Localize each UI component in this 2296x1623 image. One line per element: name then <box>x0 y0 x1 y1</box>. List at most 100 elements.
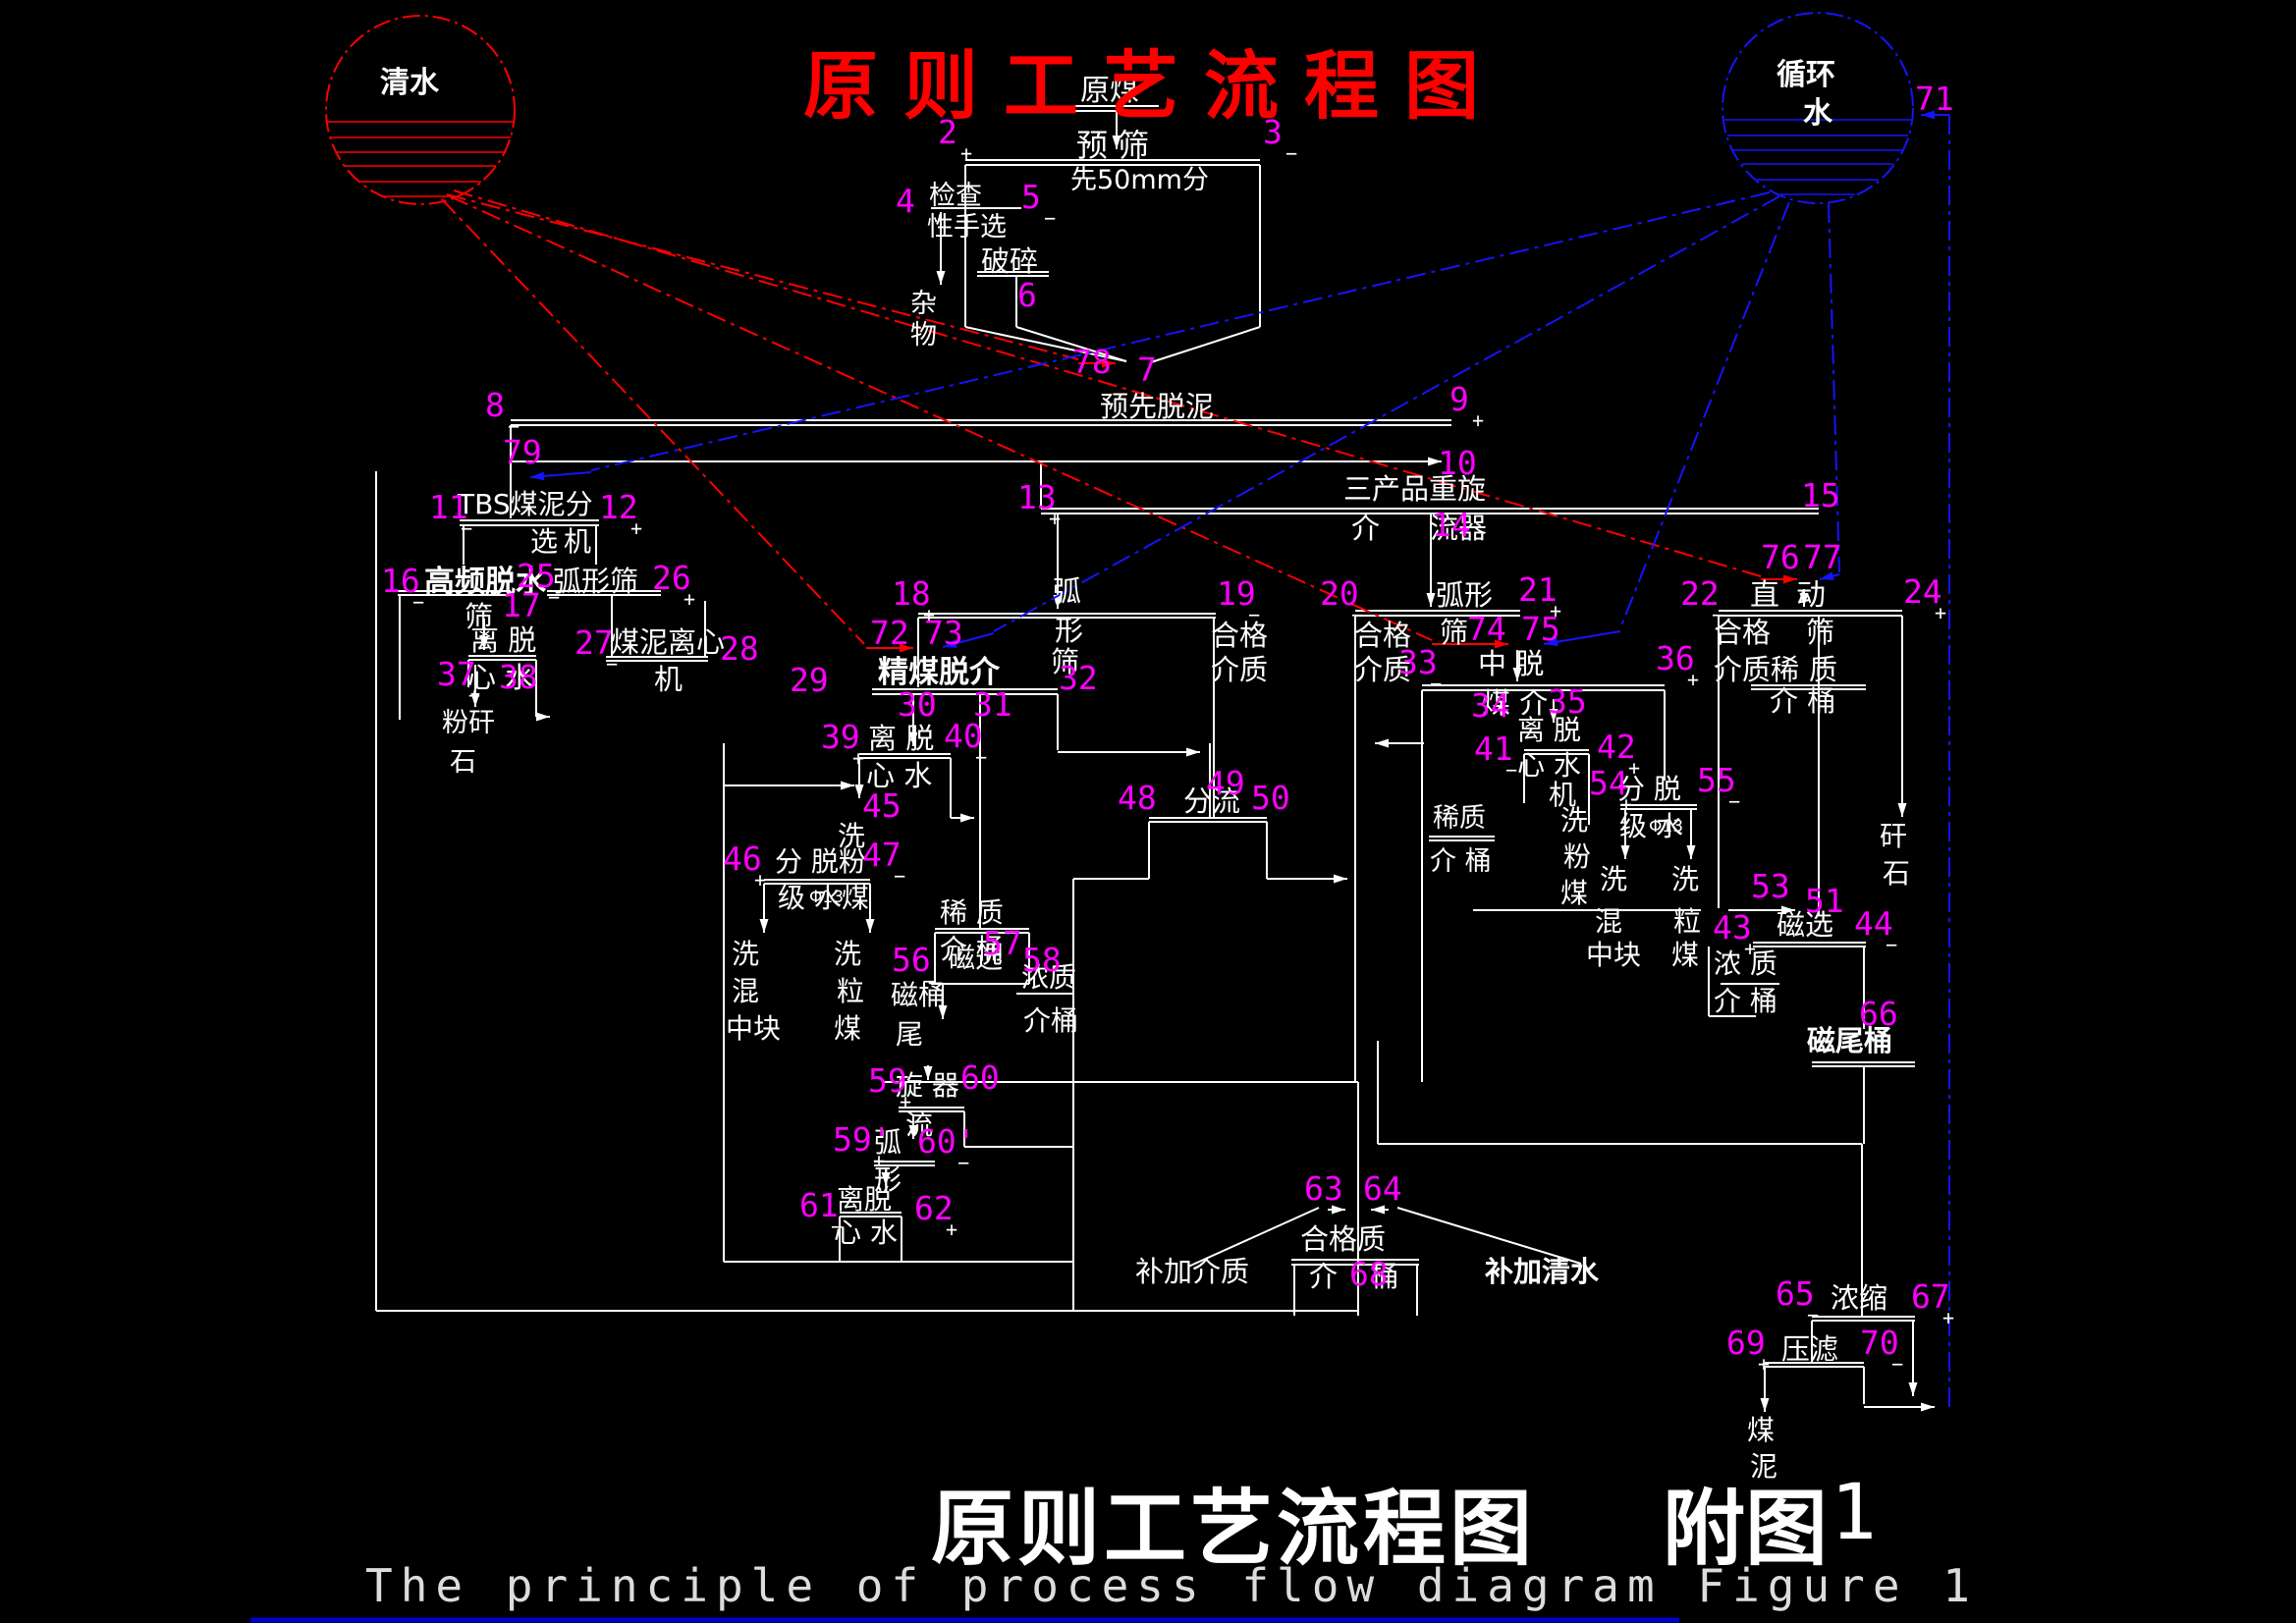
diagram-label: 介 桶 <box>1770 684 1836 718</box>
node-number-16: 16 <box>381 562 420 600</box>
node-number-64: 64 <box>1363 1169 1402 1208</box>
node-sign: + <box>754 868 767 892</box>
flow-line <box>964 326 1127 362</box>
diagram-label: 洗 <box>732 938 760 970</box>
node-number-3: 3 <box>1263 113 1283 151</box>
node-sign: + <box>1049 507 1062 530</box>
node-number-76: 76 <box>1761 538 1800 576</box>
diagram-label: 弧 <box>874 1126 902 1159</box>
diagram-label: 洗 <box>838 820 866 852</box>
diagram-label: 心 水 <box>467 661 534 694</box>
diagram-label: 离 脱 <box>1517 714 1581 746</box>
diagram-label: 分流 <box>1183 784 1241 818</box>
node-sign: − <box>894 864 906 888</box>
diagram-label: 弧形 <box>1436 578 1494 612</box>
arrowhead-icon <box>943 639 957 648</box>
arrowhead-icon <box>1102 358 1116 368</box>
node-number-4: 4 <box>896 182 915 220</box>
diagram-label: 洗 <box>1671 863 1700 895</box>
diagram-label: 粒 <box>1673 905 1702 938</box>
diagram-label: 精煤脱介 <box>878 655 1000 690</box>
node-sign: − <box>923 969 936 993</box>
arrowhead-icon <box>1799 593 1809 607</box>
diagram-label: 水 <box>1803 96 1832 131</box>
node-number-15: 15 <box>1801 476 1840 514</box>
node-number-62: 62 <box>914 1189 954 1227</box>
node-sign: − <box>1807 1303 1820 1326</box>
diagram-label: 介质 <box>1354 653 1412 686</box>
node-number-25: 25 <box>517 557 556 595</box>
arrowhead-icon <box>1921 1402 1935 1412</box>
node-number-6: 6 <box>1017 276 1037 314</box>
diagram-label: 煤泥离心 <box>611 625 726 659</box>
diagram-label: 煤 <box>1671 939 1700 971</box>
diagram-label: 煤 <box>834 1012 862 1045</box>
node-sign: + <box>852 746 865 770</box>
node-sign: + <box>1620 792 1633 816</box>
diagram-label: 高频脱水 <box>424 565 546 600</box>
node-sign: + <box>1550 599 1562 622</box>
node-sign: + <box>873 1149 886 1172</box>
diagram-label: 煤 介 <box>1482 686 1549 720</box>
arrowhead-icon <box>908 732 918 746</box>
node-sign: + <box>1472 408 1485 432</box>
arrowhead-icon <box>938 1005 948 1019</box>
node-number-5: 5 <box>1021 178 1041 216</box>
node-sign: + <box>900 1090 912 1113</box>
diagram-label: 稀质 <box>1433 803 1486 834</box>
node-number-10: 10 <box>1438 444 1477 482</box>
node-number-29: 29 <box>790 661 829 699</box>
node-number-41: 41 <box>1474 730 1513 768</box>
arrowhead-icon <box>1426 593 1436 607</box>
diagram-label: 混 <box>1595 905 1623 938</box>
node-number-17: 17 <box>502 586 541 624</box>
diagram-label: 预 筛 <box>1076 127 1150 164</box>
arrowhead-icon <box>1620 845 1630 859</box>
diagram-label: 合格 <box>1354 619 1412 652</box>
diagram-label: 破碎 <box>981 244 1039 278</box>
arrowhead-icon <box>1375 738 1389 748</box>
node-number-37: 37 <box>437 655 476 693</box>
node-number-75: 75 <box>1521 610 1560 648</box>
diagram-label: 筛 <box>1051 645 1080 678</box>
node-number-63: 63 <box>1304 1169 1343 1208</box>
flow-line <box>453 189 1762 577</box>
diagram-label: 流器 <box>1430 512 1488 545</box>
diagram-label: 三产品重旋 <box>1343 472 1487 506</box>
diagram-label: 筛 <box>465 600 494 633</box>
arrowhead-icon <box>1783 574 1797 584</box>
diagram-label: 循环 <box>1777 58 1835 92</box>
node-sign: − <box>831 1215 844 1238</box>
diagram-label: 磁尾桶 <box>1807 1024 1893 1057</box>
node-sign: − <box>606 652 619 676</box>
arrowhead-icon <box>936 271 946 285</box>
arrowhead-icon <box>759 919 769 933</box>
diagram-label: 心 水 <box>1517 749 1581 782</box>
node-number-9: 9 <box>1449 380 1469 418</box>
arrowhead-icon <box>1112 135 1121 149</box>
node-number-49: 49 <box>1206 764 1245 802</box>
diagram-label: 旋 器 <box>896 1069 959 1102</box>
node-number-33: 33 <box>1398 643 1438 681</box>
node-number-40: 40 <box>944 717 983 755</box>
node-number-27: 27 <box>574 623 614 662</box>
diagram-label: 合格 <box>1714 616 1772 649</box>
node-sign: + <box>960 141 973 165</box>
node-number-46: 46 <box>723 839 762 878</box>
node-number-60p: 60' <box>917 1122 976 1161</box>
diagram-label: 合格质 <box>1300 1222 1387 1256</box>
node-number-26: 26 <box>652 559 691 597</box>
node-sign: − <box>1044 206 1057 230</box>
node-number-22: 22 <box>1680 574 1720 613</box>
node-number-57: 57 <box>983 924 1022 962</box>
flow-line <box>446 193 1079 360</box>
node-number-68: 68 <box>1349 1255 1389 1293</box>
node-sign: − <box>1351 603 1364 626</box>
diagram-label: 流 <box>905 1109 934 1141</box>
node-number-28: 28 <box>720 629 759 668</box>
page-title: 原则工艺流程图 <box>803 42 1504 130</box>
arrowhead-icon <box>881 1172 891 1186</box>
diagram-label: 介 桶 <box>940 933 1004 965</box>
node-number-59: 59 <box>868 1061 907 1100</box>
diagram-label: 介 桶 <box>1714 985 1777 1017</box>
